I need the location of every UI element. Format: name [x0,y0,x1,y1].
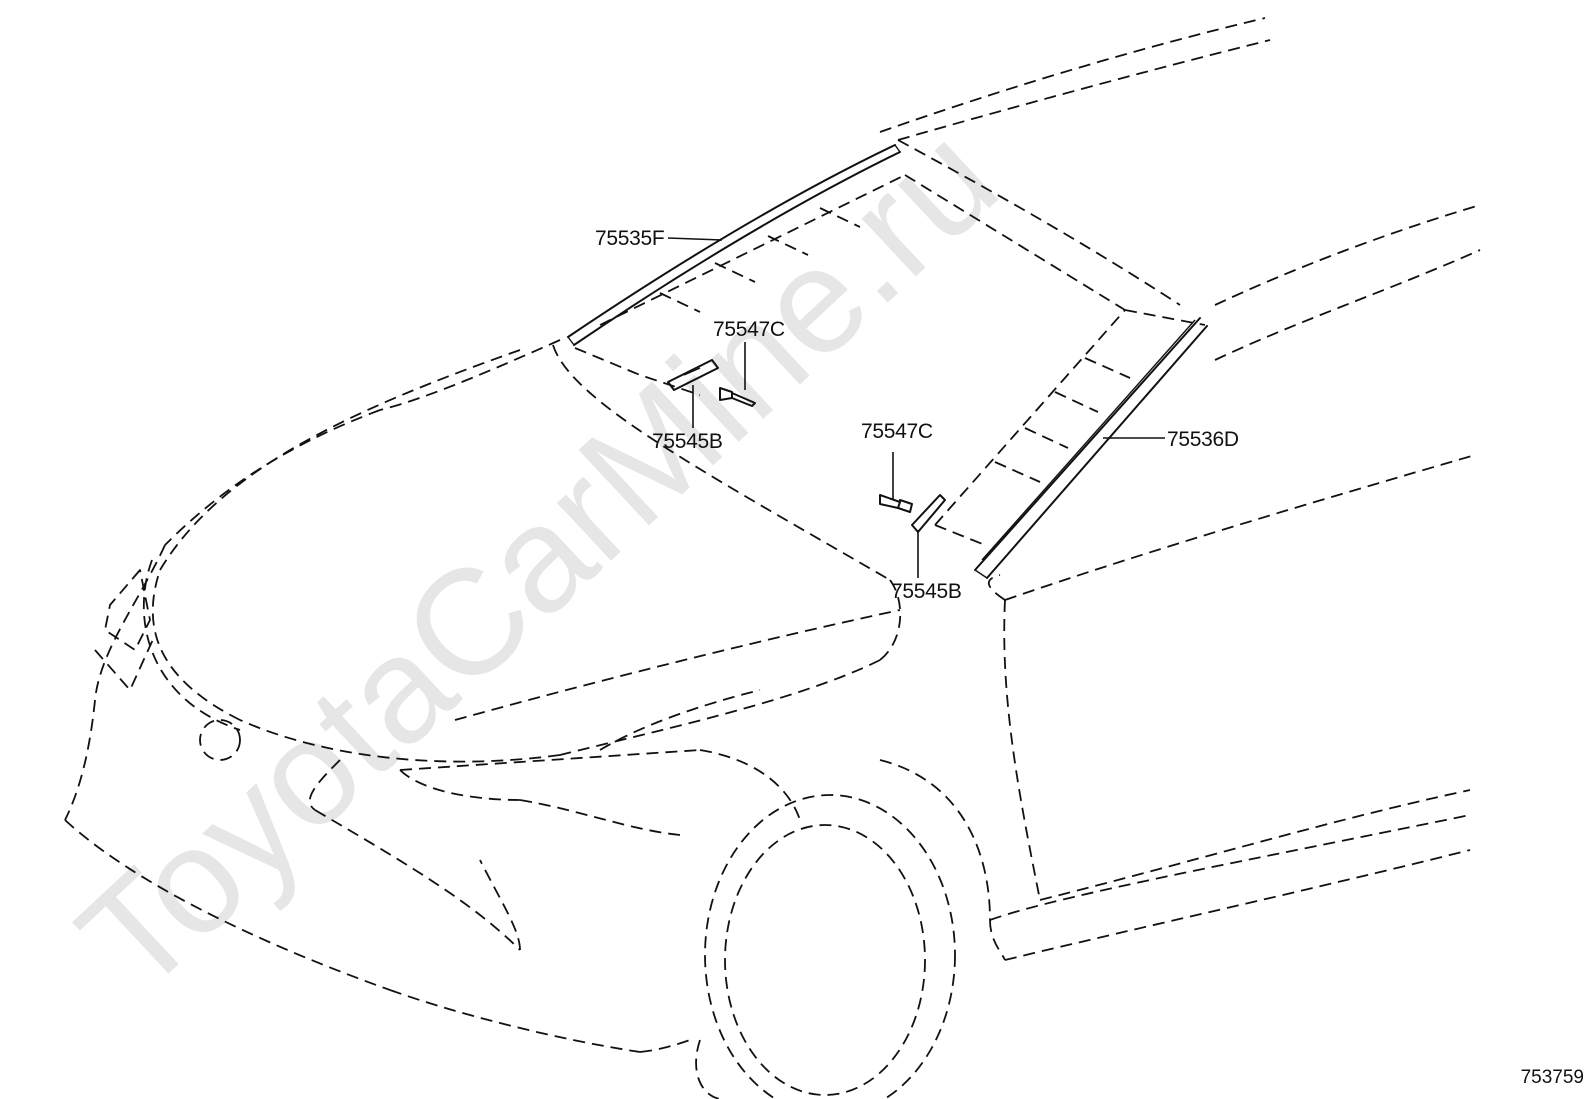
part-label-75547C-left: 75547C [713,318,785,341]
part-label-75536D: 75536D [1167,428,1239,451]
screw-75547C-right [879,494,913,513]
leader-lines [667,237,1165,578]
diagram-id: 753759 [1520,1067,1584,1088]
clip-75545B-left [667,359,719,391]
watermark: ToyotaCarMine.ru [47,93,1027,1023]
pillar-molding-75536D [974,317,1208,579]
clip-75545B-right [911,494,946,533]
part-label-75547C-right: 75547C [861,420,933,443]
part-label-75545B-left: 75545B [652,430,723,453]
roof-molding-75535F [567,144,901,346]
screw-75547C-left [719,387,756,407]
windshield-outline [574,174,1206,546]
part-label-75535F: 75535F [595,227,664,250]
part-label-75545B-right: 75545B [891,580,962,603]
body-outline [64,17,1481,1099]
